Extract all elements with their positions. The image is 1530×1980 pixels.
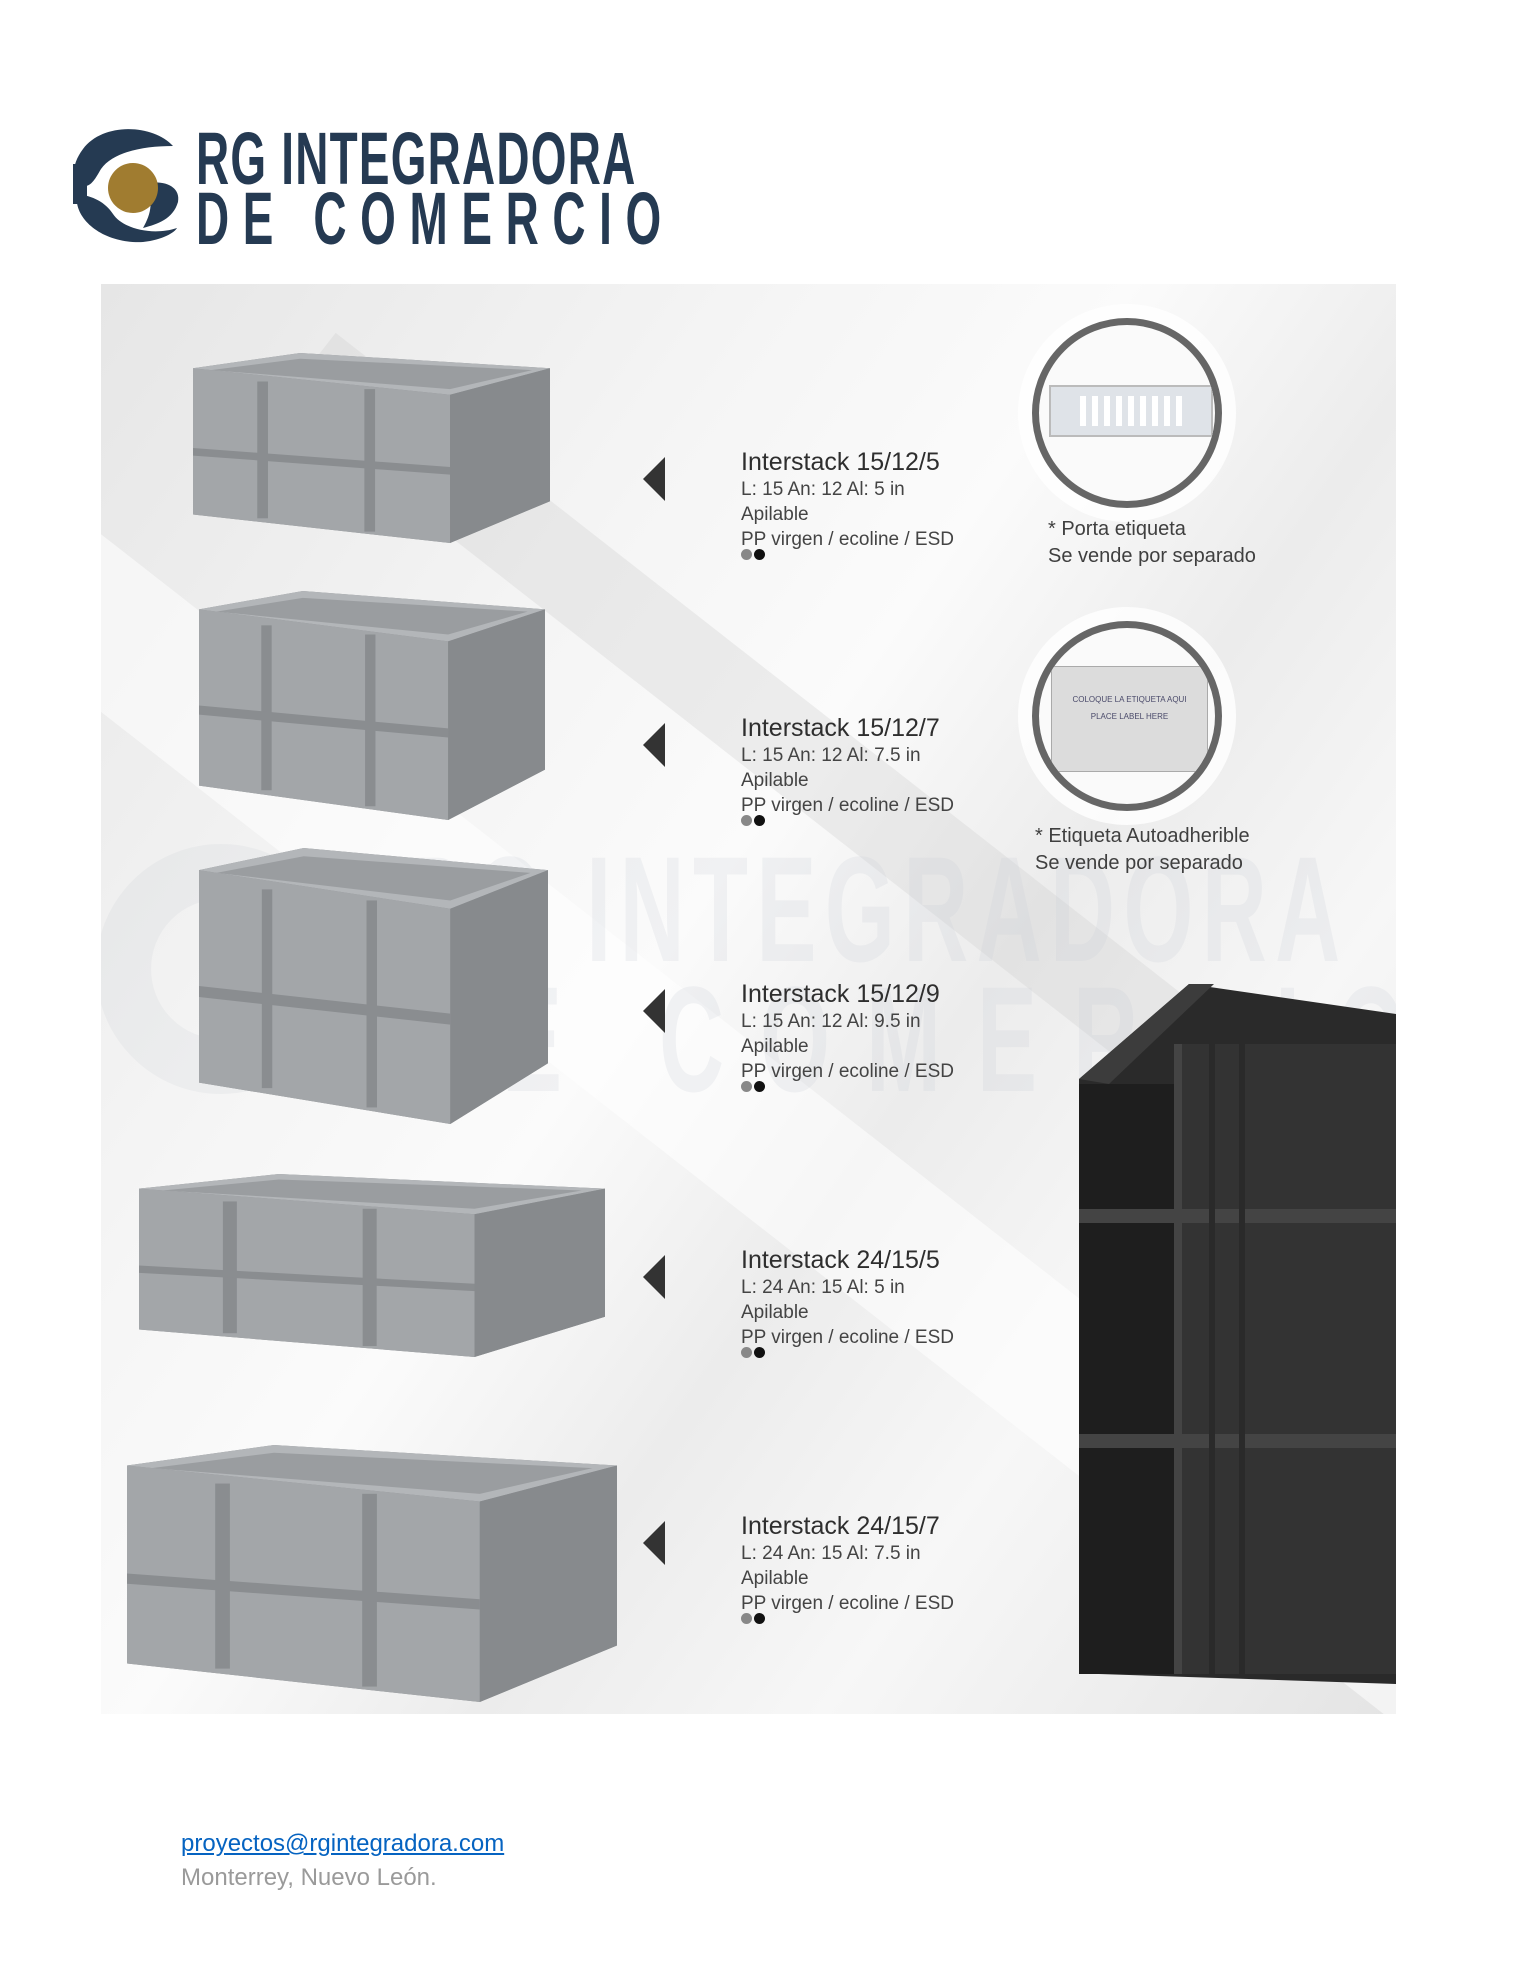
- product-dimensions: L: 15 An: 12 Al: 7.5 in: [741, 745, 921, 766]
- product-feature: Apilable: [741, 1036, 809, 1057]
- product-info: Interstack 15/12/9 L: 15 An: 12 Al: 9.5 …: [741, 979, 954, 1092]
- grey-crate-image: [199, 848, 548, 1124]
- note-subtitle: Se vende por separado: [1048, 545, 1256, 567]
- color-dot-grey: [741, 1347, 752, 1358]
- black-crate-stack-image: [1079, 984, 1396, 1684]
- note-title: * Porta etiqueta: [1048, 518, 1186, 540]
- product-feature: Apilable: [741, 504, 809, 525]
- note-label-holder: * Porta etiqueta Se vende por separado: [1048, 516, 1256, 570]
- product-material: PP virgen / ecoline / ESD: [741, 1061, 954, 1082]
- grey-crate-image: [199, 591, 545, 820]
- product-title: Interstack 15/12/5: [741, 448, 940, 476]
- note-adhesive-label: * Etiqueta Autoadherible Se vende por se…: [1035, 823, 1250, 877]
- color-dot-grey: [741, 1081, 752, 1092]
- pointer-arrow-icon: [643, 1255, 665, 1299]
- grey-crate-image: [193, 353, 550, 543]
- location-text: Monterrey, Nuevo León.: [181, 1864, 437, 1891]
- color-options: [741, 1613, 954, 1624]
- product-info: Interstack 24/15/7 L: 24 An: 15 Al: 7.5 …: [741, 1511, 954, 1624]
- product-material: PP virgen / ecoline / ESD: [741, 1327, 954, 1348]
- note-subtitle: Se vende por separado: [1035, 852, 1243, 874]
- pointer-arrow-icon: [643, 457, 665, 501]
- logo-line1: RG INTEGRADORA: [196, 117, 637, 200]
- product-feature: Apilable: [741, 770, 809, 791]
- product-dimensions: L: 24 An: 15 Al: 5 in: [741, 1277, 905, 1298]
- grey-crate-image: [139, 1174, 605, 1357]
- color-dot-grey: [741, 1613, 752, 1624]
- color-dot-black: [754, 1081, 765, 1092]
- color-dot-black: [754, 1347, 765, 1358]
- color-options: [741, 815, 954, 826]
- product-material: PP virgen / ecoline / ESD: [741, 1593, 954, 1614]
- color-options: [741, 1081, 954, 1092]
- note-title: * Etiqueta Autoadherible: [1035, 825, 1250, 847]
- color-dot-grey: [741, 815, 752, 826]
- product-material: PP virgen / ecoline / ESD: [741, 529, 954, 550]
- color-options: [741, 1347, 954, 1358]
- product-feature: Apilable: [741, 1568, 809, 1589]
- product-title: Interstack 15/12/9: [741, 980, 940, 1008]
- product-info: Interstack 15/12/7 L: 15 An: 12 Al: 7.5 …: [741, 713, 954, 826]
- product-dimensions: L: 15 An: 12 Al: 9.5 in: [741, 1011, 921, 1032]
- contact-email-link[interactable]: proyectos@rgintegradora.com: [181, 1830, 505, 1857]
- product-title: Interstack 24/15/7: [741, 1512, 940, 1540]
- color-dot-black: [754, 1613, 765, 1624]
- product-info: Interstack 15/12/5 L: 15 An: 12 Al: 5 in…: [741, 447, 954, 560]
- label-holder-image: [1032, 318, 1222, 508]
- color-dot-black: [754, 815, 765, 826]
- label-card-line1: COLOQUE LA ETIQUETA AQUI: [1072, 695, 1187, 704]
- grey-crate-image: [127, 1445, 617, 1702]
- product-info: Interstack 24/15/5 L: 24 An: 15 Al: 5 in…: [741, 1245, 954, 1358]
- color-dot-black: [754, 549, 765, 560]
- pointer-arrow-icon: [643, 723, 665, 767]
- pointer-arrow-icon: [643, 1521, 665, 1565]
- watermark-line1: RG INTEGRADORA: [401, 825, 1349, 993]
- product-dimensions: L: 24 An: 15 Al: 7.5 in: [741, 1543, 921, 1564]
- logo-line2: DE COMERCIO: [196, 177, 675, 260]
- product-dimensions: L: 15 An: 12 Al: 5 in: [741, 479, 905, 500]
- adhesive-label-image: COLOQUE LA ETIQUETA AQUI PLACE LABEL HER…: [1032, 621, 1222, 811]
- product-title: Interstack 15/12/7: [741, 714, 940, 742]
- color-options: [741, 549, 954, 560]
- product-material: PP virgen / ecoline / ESD: [741, 795, 954, 816]
- product-title: Interstack 24/15/5: [741, 1246, 940, 1274]
- label-card-line2: PLACE LABEL HERE: [1090, 712, 1169, 721]
- product-feature: Apilable: [741, 1302, 809, 1323]
- pointer-arrow-icon: [643, 989, 665, 1033]
- product-catalog-panel: RG INTEGRADORA DE COMERCIO * Porta etiqu…: [101, 284, 1396, 1714]
- color-dot-grey: [741, 549, 752, 560]
- logo-icon: [73, 129, 179, 243]
